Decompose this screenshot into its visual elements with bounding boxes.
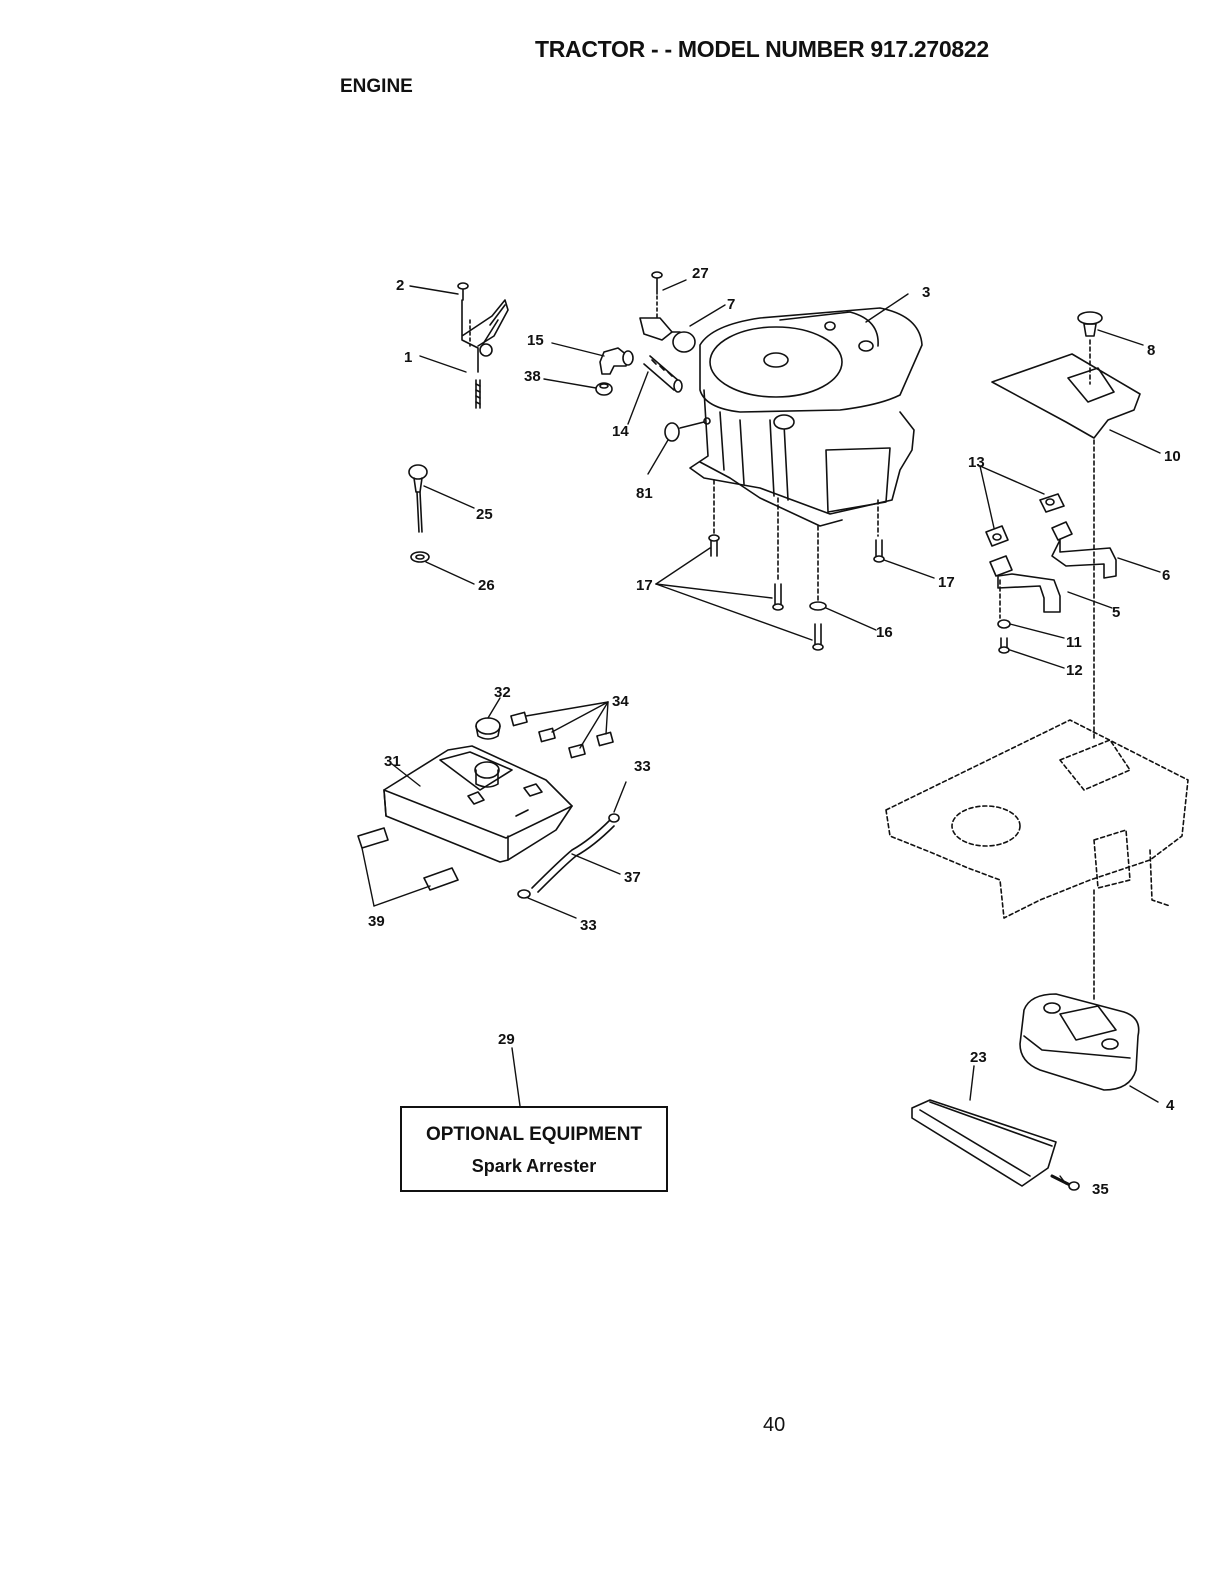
callout-34: 34 — [612, 693, 629, 710]
callout-13: 13 — [968, 454, 985, 471]
callout-29: 29 — [498, 1031, 515, 1048]
callout-27: 27 — [692, 265, 709, 282]
callout-81: 81 — [636, 485, 653, 502]
muffler-shield — [912, 1100, 1079, 1190]
callout-6: 6 — [1162, 567, 1170, 584]
callout-10: 10 — [1164, 448, 1181, 465]
callout-12: 12 — [1066, 662, 1083, 679]
optional-equipment-item: Spark Arrester — [402, 1156, 666, 1177]
optional-equipment-box: OPTIONAL EQUIPMENT Spark Arrester — [400, 1106, 668, 1192]
callout-35: 35 — [1092, 1181, 1109, 1198]
callout-32: 32 — [494, 684, 511, 701]
callout-33b: 33 — [580, 917, 597, 934]
callout-23: 23 — [970, 1049, 987, 1066]
exhaust-manifold-parts — [986, 494, 1116, 653]
callout-8: 8 — [1147, 342, 1155, 359]
air-cleaner-assembly — [358, 712, 619, 898]
callout-2: 2 — [396, 277, 404, 294]
callout-17a: 17 — [636, 577, 653, 594]
callout-38: 38 — [524, 368, 541, 385]
callout-15: 15 — [527, 332, 544, 349]
callout-5: 5 — [1112, 604, 1120, 621]
muffler — [1020, 994, 1139, 1090]
choke-knob — [409, 465, 429, 562]
throttle-control-bracket — [458, 283, 508, 408]
callout-16: 16 — [876, 624, 893, 641]
callout-25: 25 — [476, 506, 493, 523]
tractor-frame — [886, 720, 1188, 918]
optional-equipment-heading: OPTIONAL EQUIPMENT — [402, 1124, 666, 1146]
callout-39: 39 — [368, 913, 385, 930]
callout-3: 3 — [922, 284, 930, 301]
callout-31: 31 — [384, 753, 401, 770]
callout-14: 14 — [612, 423, 629, 440]
callout-17b: 17 — [938, 574, 955, 591]
callout-7: 7 — [727, 296, 735, 313]
fuel-fitting-parts — [596, 272, 710, 441]
engine-mounting-bolts — [709, 535, 884, 650]
callout-4: 4 — [1166, 1097, 1175, 1114]
callout-11: 11 — [1066, 634, 1082, 651]
callout-26: 26 — [478, 577, 495, 594]
callout-1: 1 — [404, 349, 412, 366]
page-number: 40 — [763, 1414, 785, 1437]
engine-assembly — [690, 308, 922, 602]
callout-33a: 33 — [634, 758, 651, 775]
callout-37: 37 — [624, 869, 641, 886]
